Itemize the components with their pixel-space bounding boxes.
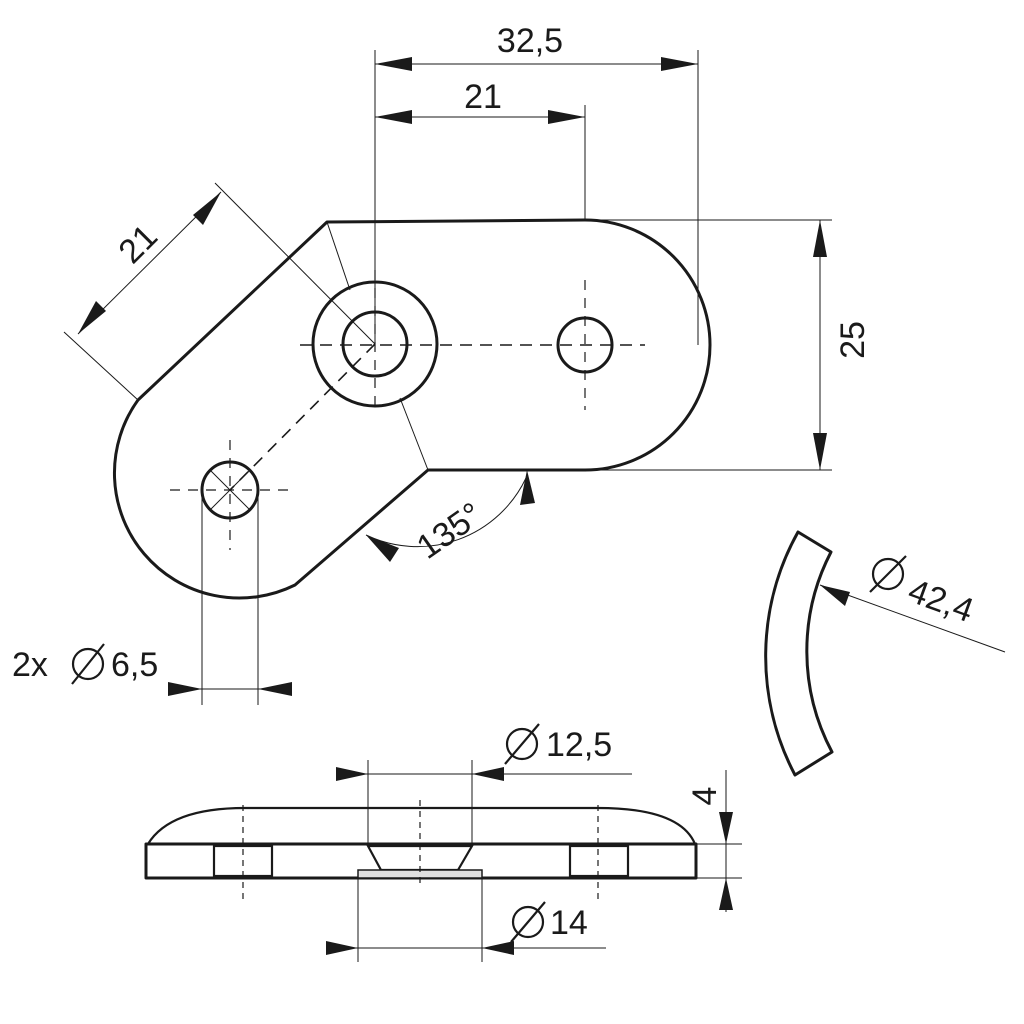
dim-hole-spacing-angled: 21	[63, 182, 376, 401]
dim-hole-diameter: 2x 6,5	[12, 490, 292, 705]
dim-counterbore-label: 12,5	[546, 726, 612, 764]
dim-height: 25	[585, 219, 872, 471]
bend-section: 42,4	[764, 530, 1006, 777]
dim-hole-spacing-angled-label: 21	[111, 217, 165, 271]
dim-counterbore: 12,5	[336, 723, 632, 846]
dim-overall-width: 32,5	[374, 22, 699, 345]
diameter-symbol-icon	[71, 647, 105, 681]
diameter-symbol-icon	[871, 557, 905, 591]
bend-line-top	[326, 221, 351, 291]
dim-hole-spacing-top-label: 21	[464, 78, 502, 116]
diameter-symbol-icon	[505, 727, 539, 761]
bend-line-bottom	[399, 397, 429, 471]
dim-center-seat: 14	[326, 878, 606, 962]
dim-height-label: 25	[834, 321, 872, 359]
dim-hole-count-label: 2x	[12, 646, 48, 684]
side-view	[144, 800, 698, 900]
dim-thickness-label: 4	[686, 787, 724, 806]
dim-bend-diameter-label: 42,4	[903, 572, 978, 630]
dim-center-seat-label: 14	[550, 904, 588, 942]
centerline-diagonal	[229, 343, 376, 491]
dim-hole-spacing-top: 21	[375, 78, 586, 220]
plan-view	[113, 218, 712, 600]
dim-thickness: 4	[686, 770, 742, 912]
dim-angle-label: 135°	[410, 495, 489, 566]
dome-profile	[147, 806, 697, 845]
diameter-symbol-icon	[511, 905, 545, 939]
dim-hole-diameter-label: 6,5	[111, 646, 158, 684]
bend-profile	[764, 530, 834, 777]
dim-overall-width-label: 32,5	[497, 22, 563, 60]
plate-outline	[113, 218, 712, 600]
dim-angle: 135°	[365, 470, 535, 567]
